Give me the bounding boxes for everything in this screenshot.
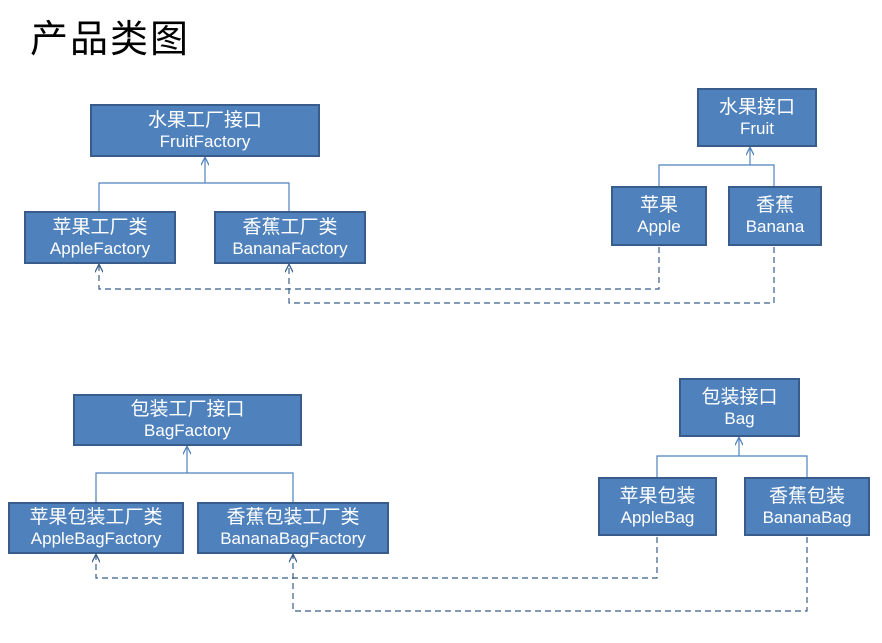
- node-label-en: FruitFactory: [159, 131, 251, 151]
- node-label-en: BagFactory: [144, 421, 231, 441]
- node-label-en: Banana: [745, 217, 805, 237]
- bag-interface-box: 包装接口 Bag: [679, 378, 800, 437]
- node-label-cn: 香蕉包装工厂类: [226, 506, 360, 529]
- node-label-cn: 苹果包装工厂类: [29, 506, 163, 529]
- node-label-en: AppleBagFactory: [30, 529, 162, 549]
- apple-factory-box: 苹果工厂类 AppleFactory: [24, 211, 176, 264]
- fruit-factory-interface-box: 水果工厂接口 FruitFactory: [90, 104, 320, 157]
- banana-bag-box: 香蕉包装 BananaBag: [744, 477, 870, 536]
- node-label-cn: 包装工厂接口: [130, 398, 245, 421]
- node-label-cn: 水果工厂接口: [147, 108, 262, 131]
- node-label-cn: 包装接口: [701, 385, 778, 408]
- bag-inheritance: [656, 438, 808, 477]
- node-label-en: Fruit: [740, 118, 774, 138]
- node-label-cn: 香蕉工厂类: [242, 215, 338, 238]
- apple-box: 苹果 Apple: [611, 186, 707, 246]
- page-title: 产品类图: [30, 17, 191, 61]
- banana-bag-factory-box: 香蕉包装工厂类 BananaBagFactory: [197, 502, 389, 554]
- node-label-cn: 香蕉: [755, 194, 794, 217]
- apple-bag-box: 苹果包装 AppleBag: [598, 477, 717, 536]
- banana-factory-box: 香蕉工厂类 BananaFactory: [214, 211, 366, 264]
- node-label-en: BananaBag: [762, 507, 852, 527]
- fruit-dependencies: [99, 247, 775, 304]
- bag-dependencies: [96, 537, 808, 612]
- fruit-inheritance: [658, 148, 775, 186]
- banana-box: 香蕉 Banana: [728, 186, 822, 246]
- node-label-en: Bag: [724, 408, 755, 428]
- apple-bag-factory-box: 苹果包装工厂类 AppleBagFactory: [8, 502, 184, 554]
- node-label-cn: 苹果: [639, 194, 678, 217]
- fruit-factory-inheritance: [98, 158, 290, 211]
- node-label-cn: 苹果包装: [619, 484, 696, 507]
- node-label-en: Apple: [637, 217, 681, 237]
- bag-factory-inheritance: [95, 447, 294, 502]
- fruit-interface-box: 水果接口 Fruit: [697, 88, 817, 147]
- node-label-cn: 香蕉包装: [768, 484, 845, 507]
- node-label-cn: 苹果工厂类: [52, 215, 148, 238]
- node-label-en: AppleBag: [620, 507, 695, 527]
- node-label-en: AppleFactory: [49, 238, 151, 258]
- bag-factory-interface-box: 包装工厂接口 BagFactory: [73, 394, 302, 446]
- node-label-cn: 水果接口: [718, 95, 795, 118]
- node-label-en: BananaBagFactory: [220, 529, 366, 549]
- node-label-en: BananaFactory: [232, 238, 348, 258]
